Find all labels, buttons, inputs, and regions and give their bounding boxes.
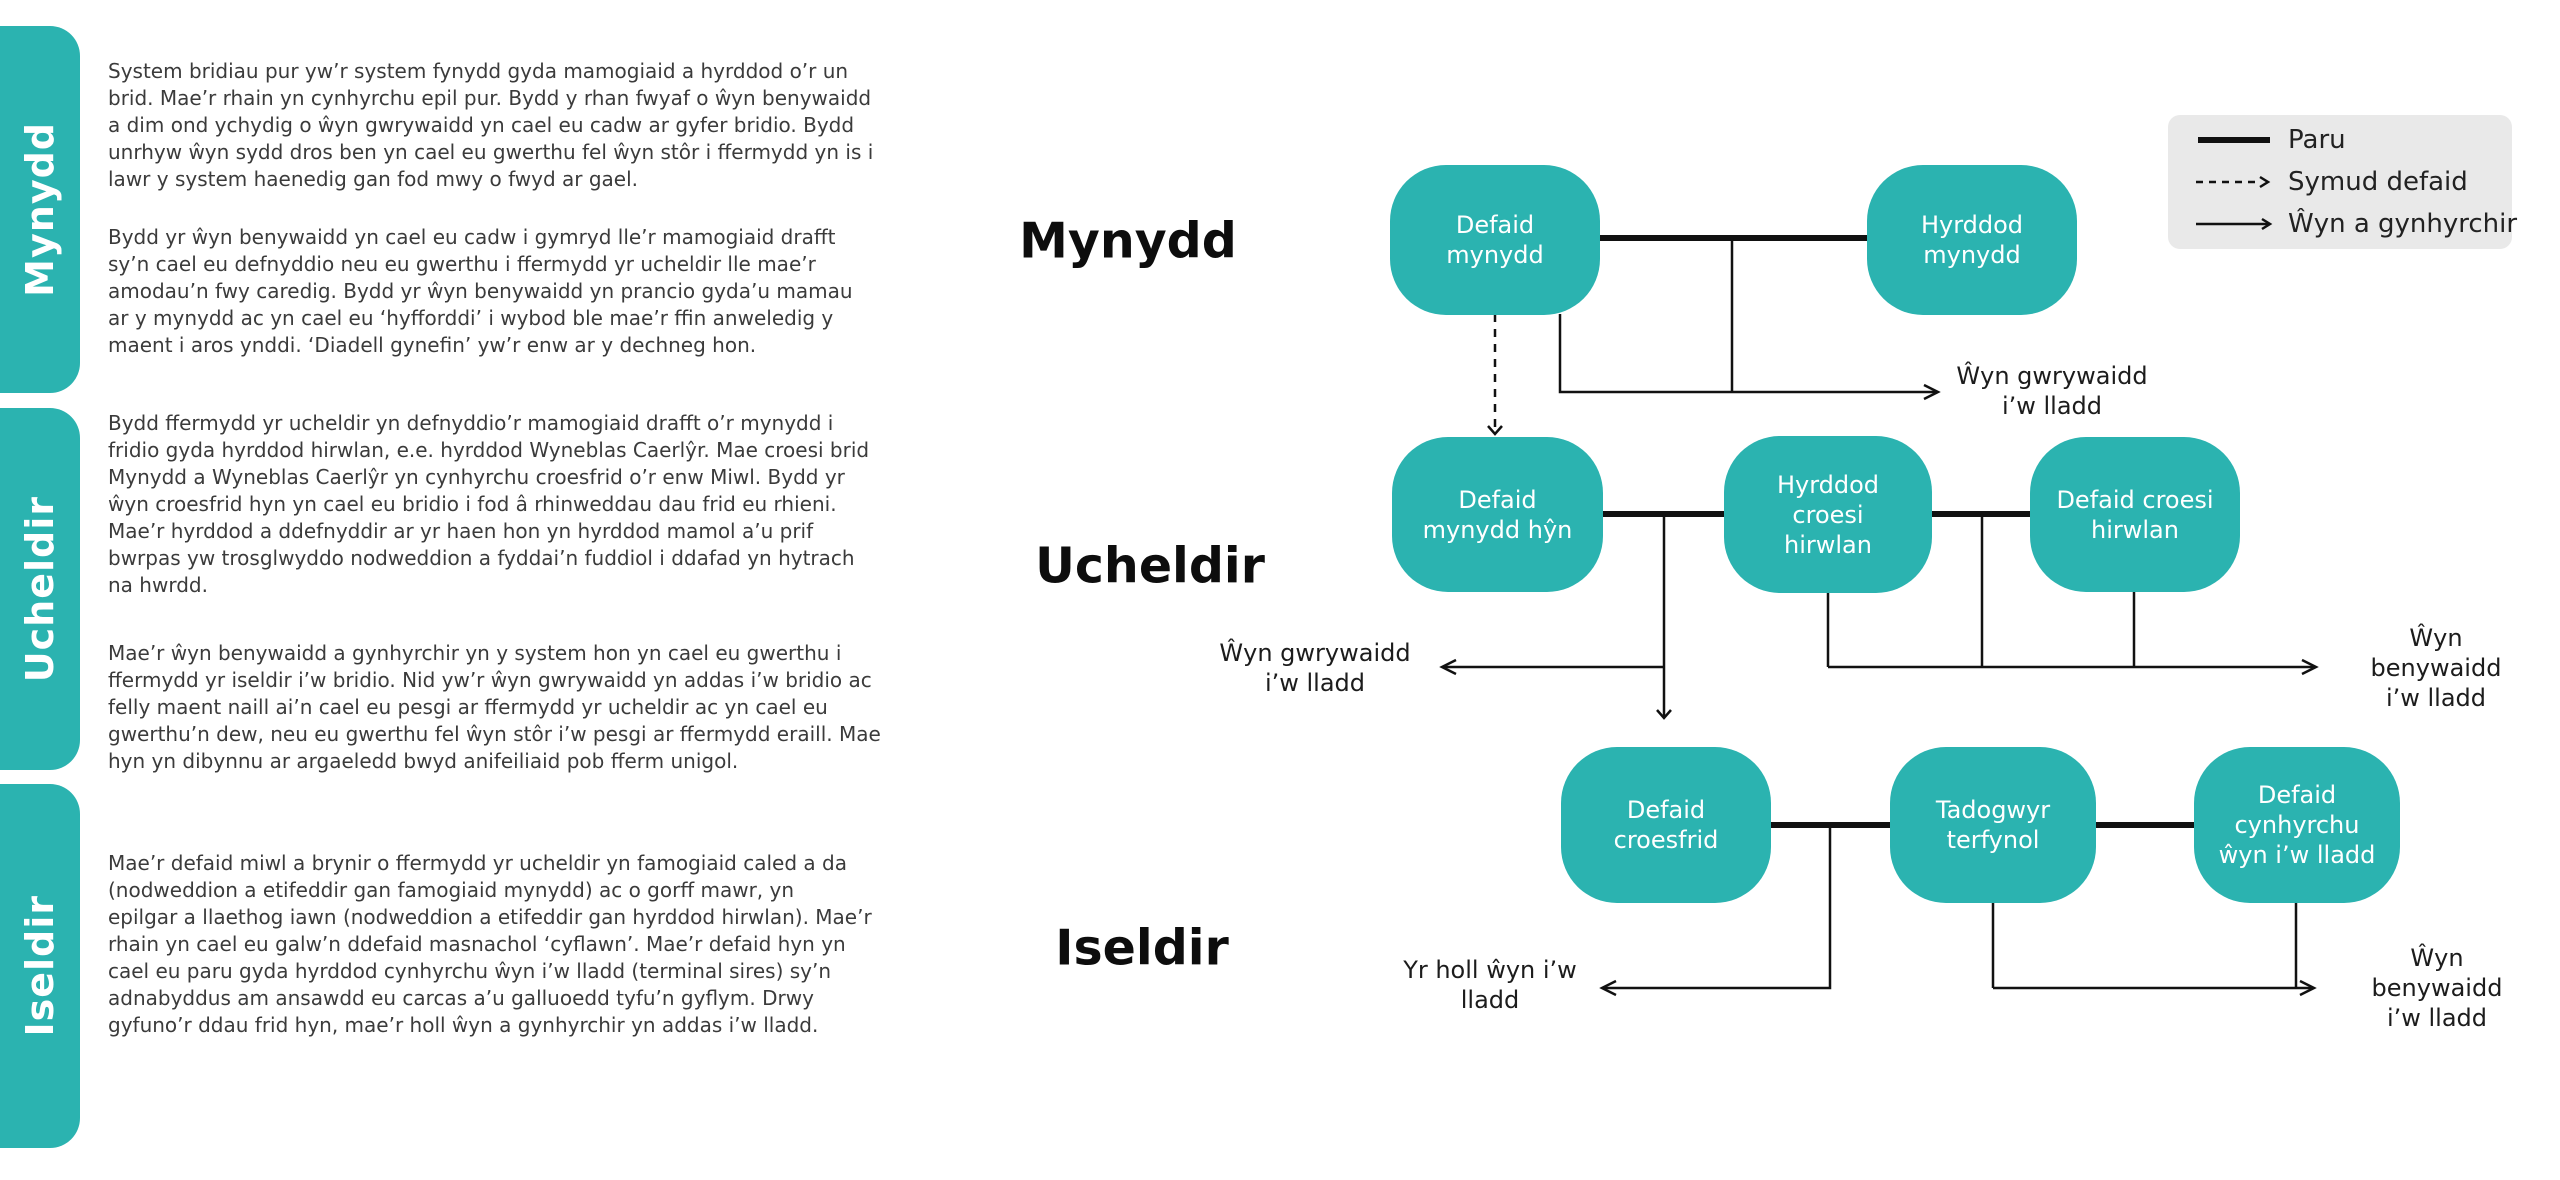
body-paragraph-ucheldir-2: Mae’r ŵyn benywaidd a gynhyrchir yn y sy… (108, 641, 881, 773)
row-label-ucheldir: Ucheldir (1035, 537, 1265, 595)
wyn-a-gynhyrchir-arrow-icon (2192, 214, 2288, 234)
annotation-wyn-benywaidd-ucheldir: Ŵyn benywaidd i’w lladd (2370, 624, 2502, 712)
node-defaid-croesi-hirwlan: Defaid croesi hirwlan (2030, 437, 2240, 592)
row-label-iseldir: Iseldir (1055, 919, 1229, 977)
node-hyrddod-mynydd: Hyrddod mynydd (1867, 165, 2077, 315)
annotation-wyn-gwrywaidd-mynydd: Ŵyn gwrywaidd i’w lladd (1956, 362, 2148, 420)
node-defaid-croesfrid: Defaid croesfrid (1561, 747, 1771, 903)
legend-item-paru: Paru (2168, 124, 2512, 156)
lamb-production-line-mynydd (1558, 314, 1938, 394)
arrowhead-left-iseldir (1599, 979, 1617, 997)
body-paragraph-ucheldir-1: Bydd ffermydd yr ucheldir yn defnyddio’r… (108, 411, 870, 597)
annotation-wyn-gwrywaidd-ucheldir: Ŵyn gwrywaidd i’w lladd (1219, 639, 1411, 697)
body-paragraph-iseldir-1: Mae’r defaid miwl a brynir o ffermydd yr… (108, 851, 872, 1037)
paru-line-icon (2192, 130, 2288, 150)
arrowhead-down-ucheldir (1656, 709, 1672, 720)
arrowhead-left-ucheldir (1439, 658, 1457, 676)
node-hyrddod-croesi-hirwlan: Hyrddod croesi hirwlan (1724, 436, 1932, 593)
sidebar-tab-mynydd: Mynydd (0, 26, 80, 393)
arrowhead-right-mynydd (1923, 383, 1941, 401)
legend: Paru Symud defaid Ŵyn a gynhyrchir (2168, 115, 2517, 249)
legend-item-label: Symud defaid (2288, 167, 2468, 197)
node-defaid-mynydd-hyn: Defaid mynydd hŷn (1392, 437, 1603, 592)
annotation-yr-holl-wyn-iseldir: Yr holl ŵyn i’w lladd (1403, 956, 1577, 1014)
legend-item-label: Paru (2288, 125, 2346, 155)
row-label-mynydd: Mynydd (1019, 212, 1237, 270)
node-tadogwyr-terfynol: Tadogwyr terfynol (1890, 747, 2096, 903)
legend-item-symud-defaid: Symud defaid (2168, 166, 2512, 198)
legend-item-label: Ŵyn a gynhyrchir (2288, 209, 2518, 239)
annotation-wyn-benywaidd-iseldir: Ŵyn benywaidd i’w lladd (2371, 944, 2503, 1032)
body-paragraph-mynydd-1: System bridiau pur yw’r system fynydd gy… (108, 59, 874, 191)
node-defaid-cynhyrchu-wyn: Defaid cynhyrchu ŵyn i’w lladd (2194, 747, 2400, 903)
arrowhead-right-ucheldir (2301, 658, 2319, 676)
sidebar-tab-ucheldir: Ucheldir (0, 408, 80, 770)
arrowhead-right-iseldir (2299, 979, 2317, 997)
sidebar-tab-iseldir: Iseldir (0, 784, 80, 1148)
symud-defaid-arrow-icon (2192, 172, 2288, 192)
node-defaid-mynydd: Defaid mynydd (1390, 165, 1600, 315)
lamb-production-line-iseldir-left (1602, 825, 1832, 990)
legend-item-wyn-a-gynhyrchir: Ŵyn a gynhyrchir (2168, 208, 2517, 240)
arrowhead-down-movement (1487, 425, 1503, 436)
body-paragraph-mynydd-2: Bydd yr ŵyn benywaidd yn cael eu cadw i … (108, 225, 853, 357)
